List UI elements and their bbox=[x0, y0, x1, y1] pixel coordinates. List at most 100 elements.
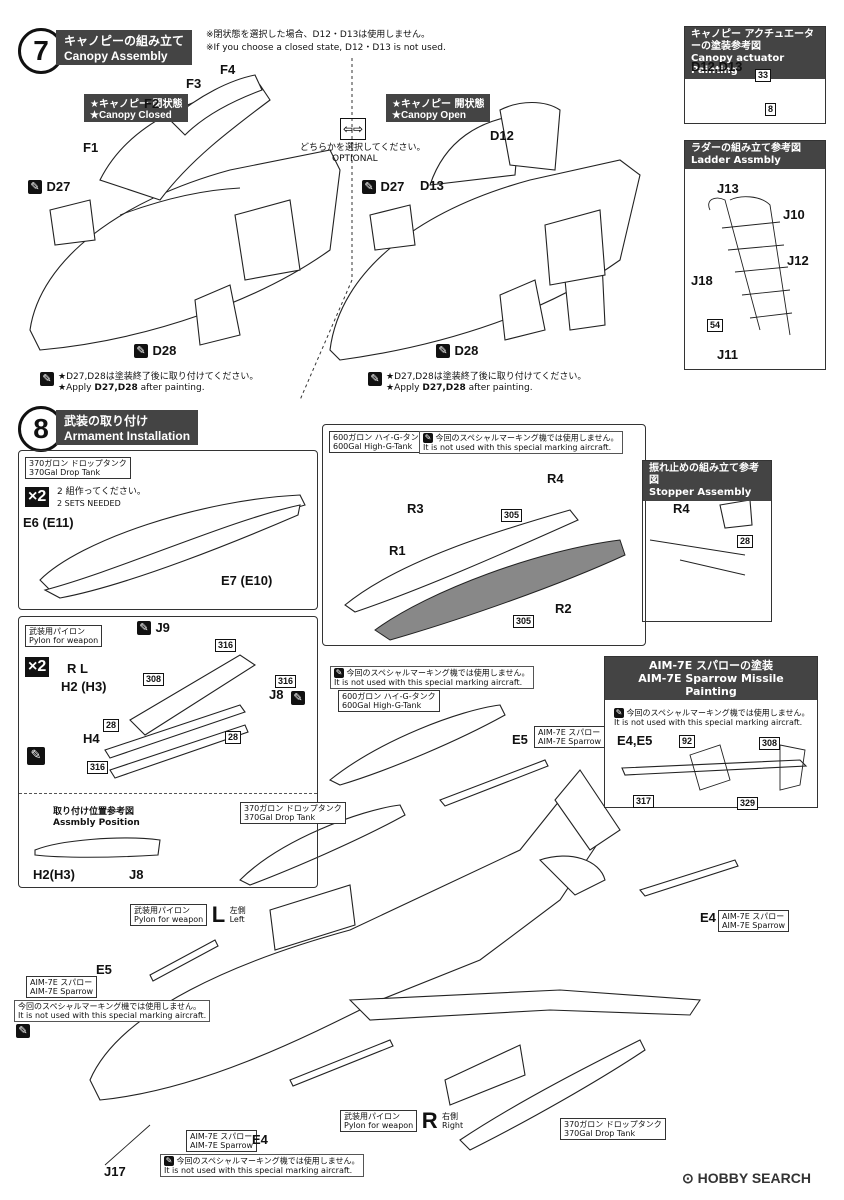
qty-x2-drop: ×2 bbox=[25, 487, 50, 507]
code-54: 54 bbox=[707, 319, 724, 332]
part-R3: R3 bbox=[407, 501, 424, 516]
paint-icon-d28-closed: ✎ D28 bbox=[134, 342, 176, 360]
drop370-sets-jp: 2 組作ってください。 bbox=[57, 487, 146, 497]
part-D12: D12 bbox=[490, 128, 514, 143]
part-E7-E10: E7 (E10) bbox=[221, 573, 273, 588]
drop370-title-jp: 370ガロン ドロップタンク bbox=[29, 459, 127, 468]
canopy-closed-jp: ★キャノピー 閉状態 bbox=[90, 99, 183, 110]
part-J11: J11 bbox=[717, 347, 738, 362]
hig600-not-used-jp: 今回のスペシャルマーキング機では使用しません。 bbox=[435, 433, 619, 443]
code-316-a: 316 bbox=[215, 639, 237, 652]
closed-note-jp: ※閉状態を選択した場合、D12・D13は使用しません。 bbox=[206, 30, 431, 40]
pylon-right-letter: R bbox=[421, 1108, 438, 1133]
sparrow-parts: E4,E5 bbox=[617, 733, 653, 748]
main-drop-title-jp-2: 370ガロン ドロップタンク bbox=[564, 1120, 662, 1129]
main-sparrow-label-en-2: AIM-7E Sparrow bbox=[722, 921, 786, 930]
main-sparrow-label-en-1: AIM-7E Sparrow bbox=[538, 737, 602, 746]
part-D13: D13 bbox=[420, 178, 444, 193]
code-317: 317 bbox=[633, 795, 655, 808]
pos-part-H2-H3: H2(H3) bbox=[33, 867, 75, 882]
main-drop-title-jp-1: 370ガロン ドロップタンク bbox=[244, 804, 342, 813]
ladder-title-jp: ラダーの組み立て参考図 bbox=[691, 143, 801, 154]
step-8-title-en: Armament Installation bbox=[64, 429, 191, 443]
part-F1: F1 bbox=[83, 140, 99, 155]
paint-icon-d27-open: ✎ D27 bbox=[362, 178, 404, 196]
pylon-title-en: Pylon for weapon bbox=[29, 636, 99, 645]
pylon-left-side-jp: 左側 bbox=[229, 906, 246, 915]
main-hig-title-jp: 600ガロン ハイ-G-タンク bbox=[342, 692, 436, 701]
sparrow-title-en: AIM-7E Sparrow Missile Painting bbox=[638, 672, 784, 698]
main-drop-title-en-2: 370Gal Drop Tank bbox=[564, 1129, 636, 1138]
pylon-left-jp: 武装用パイロン bbox=[134, 906, 190, 915]
main-sparrow-label-jp-3: AIM-7E スパロー bbox=[30, 978, 93, 987]
code-28-a: 28 bbox=[103, 719, 120, 732]
paint-note-right-parts: D27,D28 bbox=[422, 383, 466, 393]
hig600-title-jp: 600ガロン ハイ-G-タンク bbox=[333, 433, 427, 442]
canopy-open-jp: ★キャノピー 開状態 bbox=[392, 99, 485, 110]
code-92: 92 bbox=[679, 735, 696, 748]
actuator-title-en: Canopy actuator Painting bbox=[691, 53, 785, 76]
main-label-E5-right: E5 bbox=[512, 732, 528, 747]
main-not-used-jp-3: 今回のスペシャルマーキング機では使用しません。 bbox=[176, 1156, 360, 1166]
hobby-search-logo: ⊙ HOBBY SEARCH bbox=[682, 1170, 811, 1186]
drop370-sets-en: 2 SETS NEEDED bbox=[57, 499, 121, 508]
paint-note-right: ✎ ★D27,D28は塗装終了後に取り付けてください。 ★Apply D27,D… bbox=[368, 372, 587, 394]
main-not-used-jp-2: 今回のスペシャルマーキング機では使用しません。 bbox=[18, 1002, 201, 1011]
part-J18: J18 bbox=[691, 273, 713, 288]
code-28-stopper: 28 bbox=[737, 535, 754, 548]
main-hig-title-en: 600Gal High-G-Tank bbox=[342, 701, 422, 710]
part-F4: F4 bbox=[220, 62, 236, 77]
step-7-title-jp: キャノピーの組み立て bbox=[64, 34, 185, 48]
part-E6-E11: E6 (E11) bbox=[23, 515, 74, 530]
paint-note-right-jp: ★D27,D28は塗装終了後に取り付けてください。 bbox=[386, 372, 587, 382]
code-33: 33 bbox=[755, 69, 772, 82]
part-R2: R2 bbox=[555, 601, 572, 616]
sparrow-not-used-jp: 今回のスペシャルマーキング機では使用しません。 bbox=[626, 708, 810, 718]
ladder-title-en: Ladder Assmbly bbox=[691, 155, 781, 166]
main-drop-title-en-1: 370Gal Drop Tank bbox=[244, 813, 316, 822]
actuator-parts: D12,D13 bbox=[691, 59, 743, 74]
part-J13: J13 bbox=[717, 181, 739, 196]
main-label-E5-left: E5 bbox=[96, 962, 112, 977]
code-308-sparrow: 308 bbox=[759, 737, 781, 750]
drop370-title-en: 370Gal Drop Tank bbox=[29, 468, 101, 477]
sparrow-not-used-en: It is not used with this special marking… bbox=[614, 718, 803, 727]
code-305-b: 305 bbox=[513, 615, 535, 628]
optional-jp: どちらかを選択してください。 bbox=[300, 143, 426, 153]
pylon-left-side-en: Left bbox=[229, 915, 245, 924]
actuator-title-jp: キャノピー アクチュエーターの塗装参考図 bbox=[691, 29, 814, 52]
part-H4: H4 bbox=[83, 731, 100, 746]
part-D28-open: D28 bbox=[454, 343, 479, 358]
step-7-banner: キャノピーの組み立て Canopy Assembly bbox=[56, 30, 193, 65]
paint-note-left-suffix: after painting. bbox=[140, 383, 205, 393]
part-R4: R4 bbox=[547, 471, 564, 486]
part-D27-open: D27 bbox=[380, 179, 405, 194]
stopper-title-en: Stopper Assembly bbox=[649, 487, 752, 498]
pylon-rl: R L bbox=[67, 661, 88, 676]
paint-note-left-jp: ★D27,D28は塗装終了後に取り付けてください。 bbox=[58, 372, 259, 382]
part-H2-H3: H2 (H3) bbox=[61, 679, 107, 694]
main-label-E4-right: E4 bbox=[700, 910, 716, 925]
pylon-left-letter: L bbox=[211, 902, 226, 927]
pylon-title-jp: 武装用パイロン bbox=[29, 627, 85, 636]
part-F3: F3 bbox=[186, 76, 202, 91]
canopy-closed-en: ★Canopy Closed bbox=[90, 110, 172, 121]
sparrow-title-jp: AIM-7E スパローの塗装 bbox=[648, 659, 774, 672]
part-J8: J8 bbox=[269, 687, 284, 702]
code-329: 329 bbox=[737, 797, 759, 810]
code-316-b: 316 bbox=[275, 675, 297, 688]
main-not-used-en-1: It is not used with this special marking… bbox=[334, 678, 523, 687]
part-R1: R1 bbox=[389, 543, 406, 558]
code-8: 8 bbox=[765, 103, 777, 116]
main-sparrow-label-jp-1: AIM-7E スパロー bbox=[538, 728, 601, 737]
pylon-left-en: Pylon for weapon bbox=[134, 915, 204, 924]
code-308: 308 bbox=[143, 673, 165, 686]
paint-note-right-prefix: ★Apply bbox=[386, 383, 420, 393]
part-R4-stopper: R4 bbox=[673, 501, 690, 516]
canopy-open-en: ★Canopy Open bbox=[392, 110, 466, 121]
